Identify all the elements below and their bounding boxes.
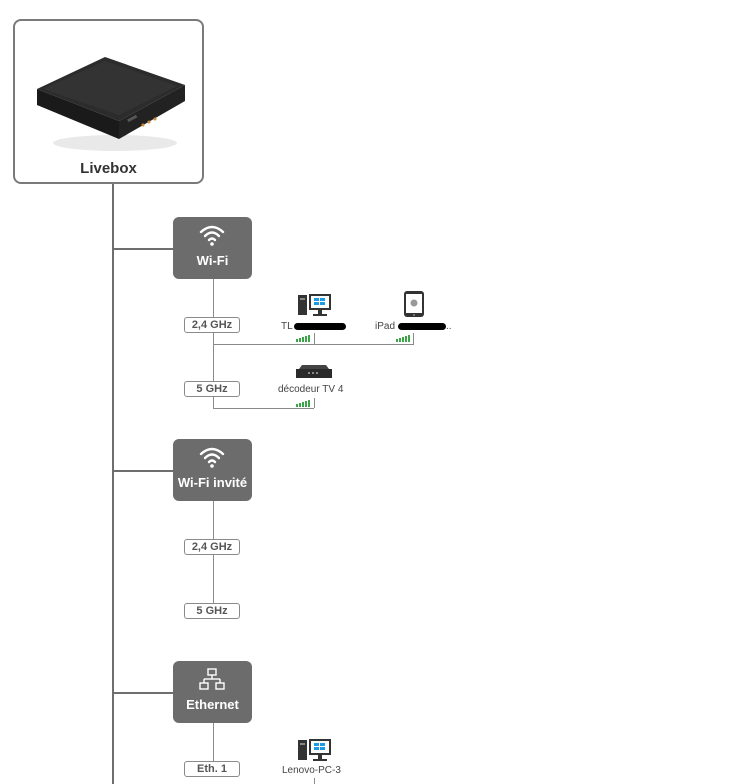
band-guest-24ghz[interactable]: 2,4 GHz bbox=[184, 539, 240, 555]
group-wifi[interactable]: Wi-Fi bbox=[173, 217, 252, 279]
apple-tablet-icon bbox=[404, 291, 424, 317]
redaction-mark bbox=[294, 323, 346, 330]
client-ipad-connector bbox=[413, 333, 414, 344]
branch-ethernet-line bbox=[112, 692, 173, 694]
branch-wifi-line bbox=[112, 248, 173, 250]
client-tl-connector bbox=[314, 333, 315, 344]
band-guest-5ghz[interactable]: 5 GHz bbox=[184, 603, 240, 619]
group-wifi-label: Wi-Fi bbox=[196, 253, 229, 268]
wifi-icon bbox=[199, 225, 225, 246]
group-ethernet[interactable]: Ethernet bbox=[173, 661, 252, 723]
wifi-icon bbox=[199, 447, 225, 468]
livebox-card[interactable]: Livebox bbox=[13, 19, 204, 184]
desktop-pc-icon bbox=[298, 739, 331, 761]
trunk-line bbox=[112, 184, 114, 784]
livebox-device-image bbox=[37, 57, 185, 151]
client-lenovo-pc-3-label: Lenovo-PC-3 bbox=[282, 765, 341, 776]
wifi-24-clients-line bbox=[213, 344, 414, 345]
client-tl[interactable]: TL bbox=[280, 293, 350, 343]
truncation-dots: .. bbox=[446, 321, 452, 332]
band-wifi-24ghz[interactable]: 2,4 GHz bbox=[184, 317, 240, 333]
client-lenovo-connector bbox=[314, 778, 315, 784]
client-ipad[interactable]: iPad .. bbox=[372, 290, 456, 342]
tv-decoder-icon bbox=[296, 365, 332, 378]
client-tl-label: TL bbox=[281, 321, 293, 332]
signal-strength-icon bbox=[296, 335, 316, 342]
wifi-5-clients-line bbox=[213, 408, 314, 409]
group-ethernet-label: Ethernet bbox=[186, 697, 239, 712]
client-decoder-connector bbox=[314, 398, 315, 408]
signal-strength-icon bbox=[396, 335, 416, 342]
client-ipad-label: iPad bbox=[375, 321, 396, 332]
client-decoder-tv4-label: décodeur TV 4 bbox=[278, 384, 344, 395]
group-guest-wifi-label: Wi-Fi invité bbox=[177, 475, 248, 490]
client-lenovo-pc-3[interactable]: Lenovo-PC-3 bbox=[280, 738, 350, 784]
group-guest-wifi[interactable]: Wi-Fi invité bbox=[173, 439, 252, 501]
band-wifi-5ghz[interactable]: 5 GHz bbox=[184, 381, 240, 397]
band-eth1[interactable]: Eth. 1 bbox=[184, 761, 240, 777]
ethernet-branch-line bbox=[213, 723, 214, 761]
livebox-title: Livebox bbox=[80, 160, 137, 177]
branch-guest-line bbox=[112, 470, 173, 472]
client-decoder-tv4[interactable]: décodeur TV 4 bbox=[274, 364, 354, 408]
signal-strength-icon bbox=[296, 400, 316, 407]
ethernet-network-icon bbox=[199, 668, 225, 690]
desktop-pc-icon bbox=[298, 294, 331, 316]
redaction-mark bbox=[398, 323, 446, 330]
